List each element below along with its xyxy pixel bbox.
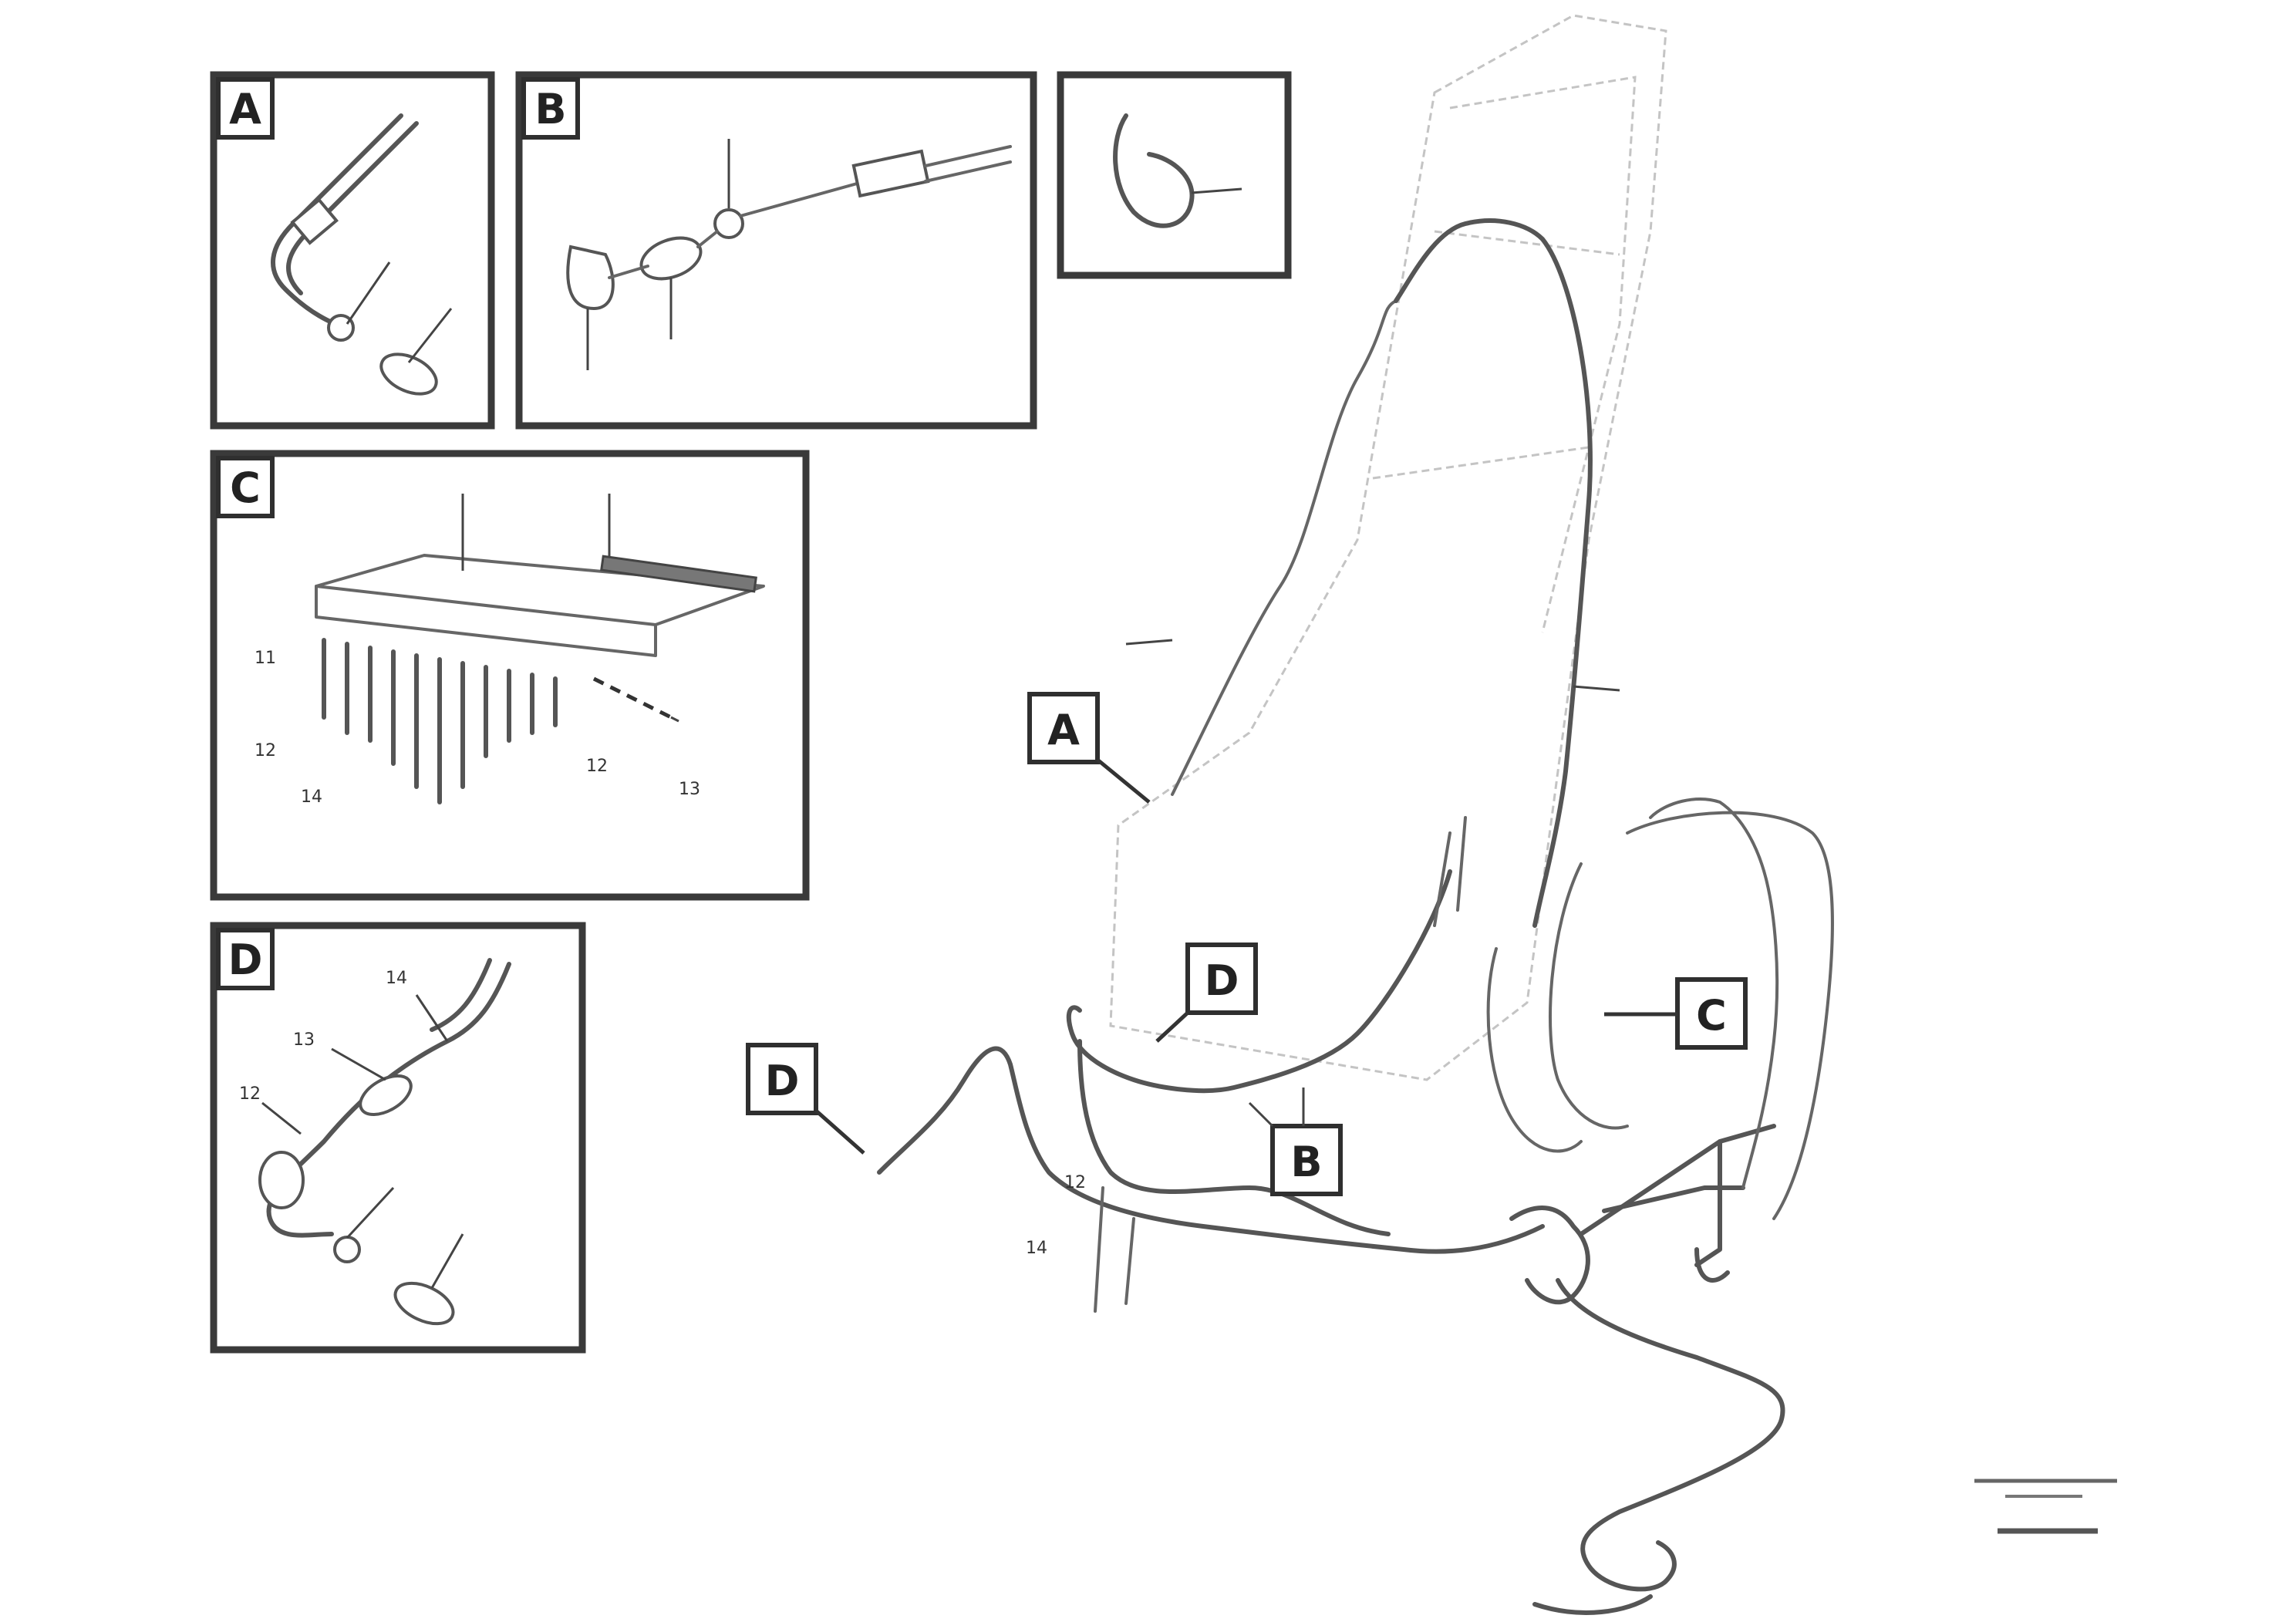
machine-boom-outline	[1109, 14, 1667, 1081]
main-label-d-left-text: D	[765, 1057, 800, 1105]
panel-c-valve-block-drawing	[315, 494, 765, 804]
detail-panel-d: D 14 13 12	[210, 922, 586, 1354]
panel-d-callout-1: 14	[386, 969, 407, 988]
detail-panel-b: B	[515, 71, 1037, 430]
panel-a-hose-drawing	[271, 113, 453, 396]
main-label-c: C	[1604, 977, 1748, 1050]
panel-d-hose-drawing	[258, 958, 511, 1326]
panel-c-callout-left-3: 14	[301, 787, 322, 807]
panel-d-label-box	[216, 928, 275, 990]
panel-c-callout-right-1: 12	[586, 757, 608, 776]
panel-c-callout-left-2: 12	[255, 741, 276, 760]
main-label-c-text: C	[1696, 991, 1727, 1040]
panel-c-label: C	[230, 464, 261, 512]
panel-d-callout-3: 12	[239, 1084, 261, 1104]
panel-b-fitting-drawing	[566, 139, 1012, 370]
panel-c-label-box	[216, 456, 275, 518]
panel-d-callout-2: 13	[293, 1030, 315, 1050]
ring-hose-drawing	[1113, 113, 1195, 228]
panel-d-label: D	[228, 936, 263, 984]
main-label-d-right: D	[1155, 943, 1258, 1043]
main-callout-1: 12	[1064, 1173, 1086, 1192]
panel-c-callout-left-1: 11	[255, 649, 276, 668]
drawing-reference-stamp	[1974, 1479, 2117, 1534]
panel-a-label-box	[216, 77, 275, 140]
main-callout-2: 14	[1026, 1239, 1047, 1258]
detail-panel-ring	[1057, 71, 1292, 279]
detail-panel-c: C 11 12 14 1	[210, 450, 810, 901]
hydraulic-hoses-main	[877, 218, 1834, 1615]
detail-panel-a: A	[210, 71, 495, 430]
main-label-b: B	[1248, 1088, 1343, 1196]
main-label-d-left: D	[746, 1043, 865, 1155]
main-label-a-text: A	[1047, 706, 1080, 754]
main-label-b-text: B	[1290, 1138, 1322, 1186]
panel-c-callout-right-2: 13	[679, 780, 700, 799]
panel-b-label-box	[521, 77, 580, 140]
panel-d-frame	[210, 922, 586, 1354]
panel-b-frame	[515, 71, 1037, 430]
main-label-a: A	[1027, 692, 1151, 804]
panel-ring-frame	[1057, 71, 1292, 279]
main-label-d-right-text: D	[1205, 956, 1239, 1005]
panel-b-label: B	[534, 85, 566, 133]
panel-a-label: A	[229, 85, 261, 133]
